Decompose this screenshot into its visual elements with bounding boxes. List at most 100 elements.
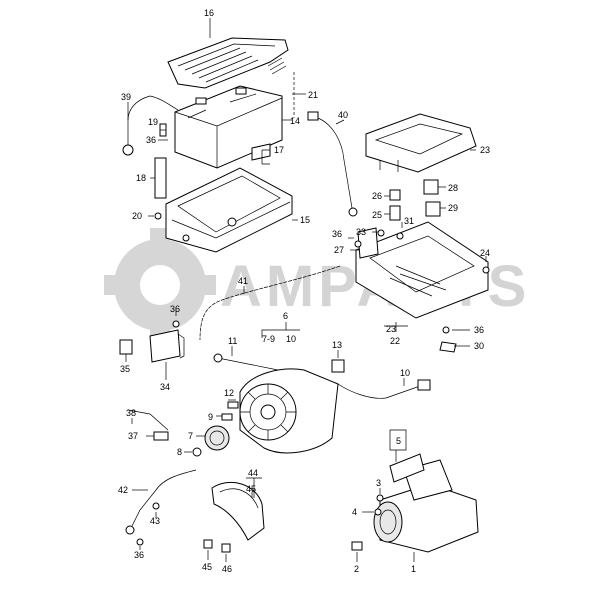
callout-45-b: 45 bbox=[202, 562, 212, 572]
callout-36-b: 36 bbox=[332, 229, 342, 239]
callout-10-a: 10 bbox=[286, 334, 296, 344]
watermark-gear-icon bbox=[104, 228, 216, 342]
bracket-38 bbox=[127, 409, 169, 431]
callout-36-c: 36 bbox=[170, 304, 180, 314]
control-unit-bracket-top bbox=[365, 113, 477, 173]
callout-2: 2 bbox=[354, 564, 359, 574]
callout-37: 37 bbox=[128, 431, 138, 441]
cable-41 bbox=[199, 265, 341, 341]
bolt-24 bbox=[482, 266, 490, 274]
grommet-13 bbox=[331, 359, 345, 373]
callout-labels: 16 21 39 14 40 19 36 17 23 18 28 26 20 1… bbox=[118, 8, 490, 574]
relay-socket-25 bbox=[389, 205, 401, 221]
callout-44: 44 bbox=[248, 468, 258, 478]
callout-40: 40 bbox=[338, 110, 348, 120]
ground-strap-40 bbox=[307, 111, 358, 217]
callout-45-a: 45 bbox=[246, 484, 256, 494]
clip-30 bbox=[439, 341, 457, 353]
callout-8: 8 bbox=[177, 447, 182, 457]
nut-31 bbox=[396, 232, 404, 240]
heat-shield-44 bbox=[211, 481, 265, 541]
callout-35: 35 bbox=[120, 364, 130, 374]
control-unit-carrier bbox=[355, 221, 489, 319]
callout-7: 7 bbox=[188, 431, 193, 441]
callout-6: 6 bbox=[283, 311, 288, 321]
callout-34: 34 bbox=[160, 382, 170, 392]
bolt-20 bbox=[154, 212, 162, 220]
callout-24: 24 bbox=[480, 248, 490, 258]
bolt-11 bbox=[213, 353, 279, 371]
bolt-9 bbox=[221, 413, 233, 421]
clip-37 bbox=[153, 431, 169, 441]
pulley-7 bbox=[204, 425, 230, 451]
callout-36-a: 36 bbox=[146, 135, 156, 145]
callout-42: 42 bbox=[118, 485, 128, 495]
callout-16: 16 bbox=[204, 8, 214, 18]
starter-shield-5 bbox=[389, 453, 425, 483]
bolt-12 bbox=[227, 401, 239, 409]
callout-5: 5 bbox=[396, 436, 401, 446]
callout-12: 12 bbox=[224, 388, 234, 398]
callout-3: 3 bbox=[376, 478, 381, 488]
callout-26: 26 bbox=[372, 191, 382, 201]
callout-41: 41 bbox=[238, 276, 248, 286]
nut-36e bbox=[136, 538, 144, 546]
callout-36-e: 36 bbox=[134, 550, 144, 560]
wire-10 bbox=[337, 379, 431, 399]
alternator bbox=[239, 368, 339, 454]
callout-18: 18 bbox=[136, 173, 146, 183]
callout-17: 17 bbox=[274, 145, 284, 155]
bolt-27 bbox=[357, 227, 379, 259]
callout-46: 46 bbox=[222, 564, 232, 574]
battery-hold-strap bbox=[267, 57, 287, 75]
callout-25: 25 bbox=[372, 210, 382, 220]
callout-28: 28 bbox=[448, 183, 458, 193]
nut-36c bbox=[172, 320, 180, 328]
nut-8 bbox=[192, 447, 202, 457]
callout-27: 27 bbox=[334, 245, 344, 255]
bolt-2 bbox=[351, 541, 363, 551]
callout-1: 1 bbox=[411, 564, 416, 574]
callout-36-d: 36 bbox=[474, 325, 484, 335]
clip-33 bbox=[377, 229, 385, 237]
relay-box-34 bbox=[149, 329, 185, 363]
nut-4 bbox=[374, 508, 382, 516]
battery-tray bbox=[165, 167, 293, 253]
clamp-17 bbox=[251, 143, 271, 161]
bolt-45 bbox=[203, 539, 213, 549]
relay-socket-26 bbox=[389, 189, 401, 201]
callout-15: 15 bbox=[300, 215, 310, 225]
clip-35 bbox=[119, 339, 133, 355]
callout-23-a: 23 bbox=[480, 145, 490, 155]
cable-42 bbox=[125, 469, 197, 535]
callout-13: 13 bbox=[332, 340, 342, 350]
battery-cover bbox=[167, 37, 289, 89]
callout-43: 43 bbox=[150, 516, 160, 526]
callout-30: 30 bbox=[474, 341, 484, 351]
nut-36b bbox=[354, 240, 362, 248]
relay-28 bbox=[423, 179, 439, 195]
bolt-46 bbox=[221, 543, 231, 553]
leader-lines bbox=[125, 18, 487, 562]
callout-9: 9 bbox=[208, 412, 213, 422]
hold-down-bracket bbox=[154, 157, 167, 199]
callout-4: 4 bbox=[352, 507, 357, 517]
nut-43 bbox=[152, 502, 160, 510]
nut-3 bbox=[376, 494, 384, 502]
callout-10-b: 10 bbox=[400, 368, 410, 378]
nut-36d bbox=[442, 326, 450, 334]
callout-39: 39 bbox=[121, 92, 131, 102]
callout-14: 14 bbox=[290, 116, 300, 126]
callout-23-b: 23 bbox=[386, 324, 396, 334]
callout-29: 29 bbox=[448, 203, 458, 213]
callout-11: 11 bbox=[228, 336, 237, 346]
starter-motor bbox=[373, 459, 479, 553]
callout-20: 20 bbox=[132, 211, 142, 221]
callout-7-9: 7-9 bbox=[262, 334, 275, 344]
callout-31: 31 bbox=[404, 216, 414, 226]
callout-38: 38 bbox=[126, 408, 136, 418]
callout-22: 22 bbox=[390, 336, 400, 346]
callout-33: 33 bbox=[356, 227, 366, 237]
